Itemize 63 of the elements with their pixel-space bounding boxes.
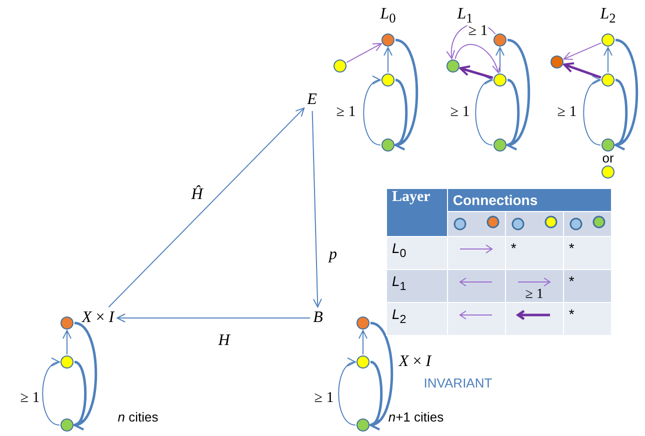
math-label: X × I bbox=[398, 353, 432, 371]
math-symbol: E bbox=[307, 91, 317, 109]
graph-vertex bbox=[446, 60, 460, 72]
graph-vertex bbox=[550, 56, 564, 68]
arrow bbox=[459, 65, 494, 80]
arrow bbox=[583, 78, 601, 146]
column-heading: Connections bbox=[452, 192, 538, 208]
math-symbol: B bbox=[313, 309, 323, 327]
asterisk-mark: * bbox=[568, 306, 574, 322]
arrow bbox=[506, 38, 530, 148]
arrow bbox=[604, 47, 612, 73]
arrow bbox=[384, 47, 392, 73]
graph-vertex bbox=[382, 34, 394, 46]
graph-vertex bbox=[60, 356, 74, 368]
graph-vertex bbox=[60, 418, 74, 432]
graph-vertex bbox=[602, 166, 614, 178]
invariant-note: INVARIANT bbox=[424, 376, 492, 390]
graph-vertex bbox=[602, 74, 614, 86]
layer-name: L$_{0}$ bbox=[392, 240, 406, 256]
arrow bbox=[446, 23, 496, 60]
asterisk-mark: * bbox=[568, 273, 574, 289]
graph-vertex bbox=[356, 316, 370, 330]
graph-vertex bbox=[494, 138, 506, 152]
graph-vertex bbox=[382, 138, 394, 152]
layer-title: L$_{2}$ bbox=[600, 5, 616, 27]
arrow bbox=[108, 108, 305, 308]
arrow bbox=[363, 78, 381, 146]
graph-vertex bbox=[60, 316, 74, 330]
arrow bbox=[62, 330, 72, 355]
arrow bbox=[312, 110, 322, 308]
layer-name: L$_{1}$ bbox=[392, 273, 406, 289]
graph-vertex bbox=[494, 74, 506, 86]
count-note: ≥ 1 bbox=[524, 289, 544, 301]
arrow bbox=[394, 38, 418, 148]
arrow bbox=[42, 359, 60, 426]
city-count: n+1 cities bbox=[388, 410, 444, 424]
arrow bbox=[74, 322, 98, 428]
graph-vertex bbox=[356, 356, 370, 368]
arrow bbox=[614, 38, 638, 148]
layer-name: L$_{2}$ bbox=[392, 306, 406, 322]
graph-vertex bbox=[602, 34, 614, 46]
arrow bbox=[563, 62, 602, 79]
graph-vertex bbox=[382, 74, 394, 86]
or-note: or bbox=[602, 150, 614, 166]
math-symbol: X × I bbox=[82, 309, 114, 327]
graph-vertex bbox=[356, 418, 370, 432]
arrow bbox=[346, 43, 382, 63]
arrow bbox=[358, 330, 368, 355]
asterisk-mark: * bbox=[510, 240, 516, 256]
arrow bbox=[454, 44, 500, 74]
arrow bbox=[116, 314, 311, 322]
arrow bbox=[338, 359, 356, 426]
graph-vertex bbox=[334, 60, 346, 72]
layer-title: L$_{0}$ bbox=[380, 5, 396, 27]
arrow bbox=[475, 78, 493, 146]
graph-vertex bbox=[494, 34, 506, 46]
arrow bbox=[370, 322, 394, 428]
asterisk-mark: * bbox=[568, 240, 574, 256]
column-heading: Layer bbox=[392, 189, 430, 205]
arrow bbox=[496, 47, 504, 73]
city-count: n cities bbox=[118, 410, 158, 424]
graph-vertex bbox=[602, 138, 614, 152]
arrow bbox=[563, 42, 602, 60]
